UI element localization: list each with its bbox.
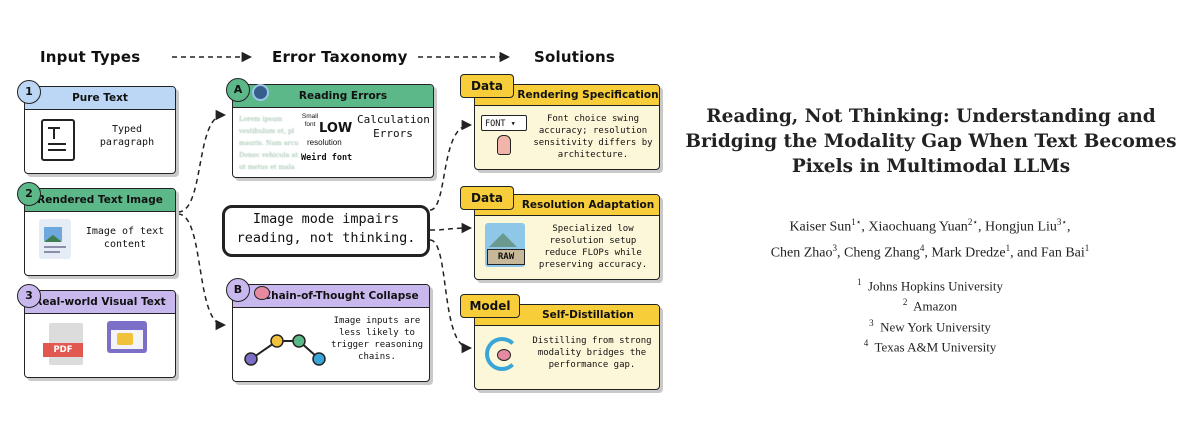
input-number-badge: 1: [17, 80, 41, 104]
error-card-header: Reading Errors: [233, 85, 433, 108]
affiliation: 3 New York University: [869, 317, 991, 334]
solution-card-header: Self-Distillation: [475, 305, 659, 326]
small-font-label: Small font: [301, 113, 319, 128]
arrow-rendered-to-cot: [177, 213, 227, 331]
input-number-badge: 2: [17, 182, 41, 206]
column-header-input: Input Types: [40, 48, 141, 66]
solution-tag: Data: [460, 74, 514, 98]
input-card-pure-text: Pure Text Typed paragraph: [24, 86, 176, 174]
error-card-cot: Chain-of-Thought Collapse Image inputs a…: [232, 284, 430, 382]
author-name: Kaiser Sun: [789, 219, 852, 235]
brain-icon: [254, 286, 270, 300]
callout-box: Image mode impairs reading, not thinking…: [222, 205, 430, 257]
author-name: Hongjun Liu: [984, 219, 1057, 235]
input-desc: Image of text content: [85, 226, 165, 250]
blurred-text-sample: Lorem ipsum vestibulum et, pl mauris. Na…: [239, 115, 299, 171]
author-line: Kaiser Sun1⋆, Xiaochuang Yuan2⋆, Hongjun…: [789, 217, 1071, 235]
affiliation: 4 Texas A&M University: [863, 337, 997, 355]
font-selector-icon: FONT ▾: [481, 115, 527, 131]
author-conj: and: [1017, 245, 1038, 261]
author-name: Mark Dredze: [931, 245, 1006, 261]
browser-window-icon: [107, 321, 147, 353]
input-card-rendered-text: Rendered Text Image Image of text conten…: [24, 188, 176, 276]
resolution-label: resolution: [307, 138, 342, 147]
solution-tag: Data: [460, 186, 514, 210]
arrow-callout-to-distill: [429, 239, 473, 354]
input-card-header: Rendered Text Image: [25, 189, 175, 212]
solution-card-rendering: Rendering Specification FONT ▾ Font choi…: [474, 84, 660, 170]
error-card-reading: Reading Errors Lorem ipsum vestibulum et…: [232, 84, 434, 178]
pointer-hand-icon: [497, 135, 511, 155]
magnifier-icon: [252, 84, 269, 101]
solution-tag: Model: [460, 294, 520, 318]
image-file-icon: [39, 219, 71, 259]
author-name: Fan Bai: [1040, 245, 1085, 261]
column-header-solutions: Solutions: [534, 48, 615, 66]
input-card-header: Real-world Visual Text: [25, 291, 175, 314]
arrow-callout-to-rendering: [429, 119, 473, 211]
document-icon: [41, 119, 75, 161]
raw-image-icon: RAW: [485, 223, 525, 267]
author-list: Kaiser Sun1⋆, Xiaochuang Yuan2⋆, Hongjun…: [680, 212, 1180, 263]
error-letter-badge: A: [226, 78, 250, 102]
error-desc: Image inputs are less likely to trigger …: [330, 316, 424, 362]
solution-card-header: Rendering Specification: [475, 85, 659, 106]
pdf-icon: PDF: [43, 323, 83, 365]
reasoning-chain-icon: [244, 334, 326, 366]
input-desc: Typed paragraph: [99, 124, 155, 148]
column-header-errors: Error Taxonomy: [272, 48, 408, 66]
distillation-cycle-icon: [485, 337, 519, 371]
error-card-header: Chain-of-Thought Collapse: [233, 285, 429, 308]
solution-card-header: Resolution Adaptation: [475, 195, 659, 216]
low-label: LOW: [319, 121, 353, 136]
affiliation: 2 Amazon: [902, 297, 958, 314]
solution-desc: Distilling from strong modality bridges …: [532, 336, 652, 370]
author-line: Chen Zhao3, Cheng Zhang4, Mark Dredze1, …: [770, 242, 1090, 261]
input-number-badge: 3: [17, 284, 41, 308]
author-name: Cheng Zhang: [844, 245, 920, 261]
input-card-header: Pure Text: [25, 87, 175, 110]
input-card-real-world: Real-world Visual Text PDF: [24, 290, 176, 378]
affiliation-list: 1 Johns Hopkins University 2 Amazon 3 Ne…: [800, 274, 1060, 355]
affiliation: 1 Johns Hopkins University: [856, 277, 1004, 294]
solution-desc: Font choice swing accuracy; resolution s…: [533, 114, 653, 160]
author-name: Chen Zhao: [770, 245, 833, 261]
solution-desc: Specialized low resolution setup reduce …: [538, 224, 648, 270]
weird-font-label: Weird font: [301, 153, 353, 163]
error-letter-badge: B: [226, 278, 250, 302]
author-name: Xiaochuang Yuan: [868, 219, 968, 235]
arrow-rendered-to-reading: [177, 109, 227, 213]
solution-card-distillation: Self-Distillation Distilling from strong…: [474, 304, 660, 390]
calculation-errors-label: Calculation Errors: [357, 113, 430, 140]
paper-title: Reading, Not Thinking: Understanding and…: [685, 106, 1177, 177]
arrow-callout-to-resolution: [429, 222, 473, 234]
